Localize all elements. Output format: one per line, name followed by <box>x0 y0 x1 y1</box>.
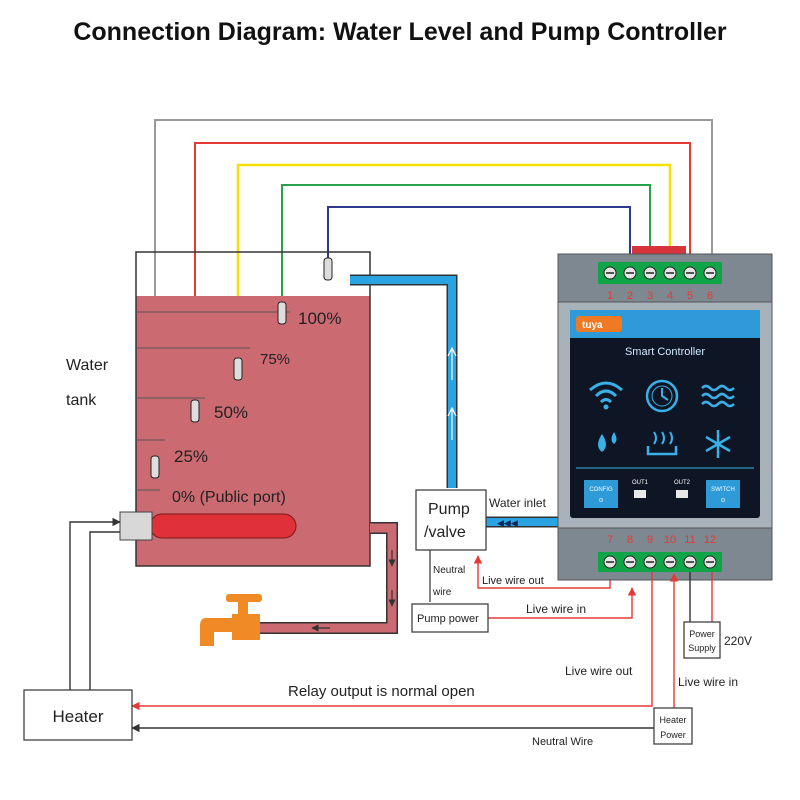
heating-icon <box>646 431 678 456</box>
probe-100 <box>323 257 333 281</box>
controller-panel <box>570 310 760 518</box>
heater-flange <box>119 511 153 541</box>
timer-icon <box>645 379 679 413</box>
labels: Water tank 100% 75% 50% 25% 0% (Public p… <box>52 309 752 748</box>
pump-neutral-label-2: wire <box>432 587 452 598</box>
probe-50 <box>233 357 243 381</box>
out1-label: OUT1 <box>632 480 649 486</box>
out2-led <box>676 490 688 498</box>
bottom-terminal-label-11: 11 <box>684 534 695 546</box>
wire-yellow-50pct <box>236 163 672 360</box>
heater-element <box>149 513 297 539</box>
top-terminal-strip <box>598 262 722 284</box>
config-button <box>584 480 618 508</box>
power-supply-label-1: Power <box>689 629 715 639</box>
wire-green-75pct <box>281 184 651 305</box>
probe-75 <box>277 301 287 325</box>
bottom-terminal-strip <box>598 552 722 572</box>
wire-gray-0pct <box>154 119 713 458</box>
bottom-terminal-label-10: 10 <box>664 534 676 546</box>
top-terminal-label-1: 1 <box>607 290 613 302</box>
level-label-75: 75% <box>260 351 290 368</box>
bottom-terminal-label-8: 8 <box>627 534 633 546</box>
power-supply <box>683 572 721 659</box>
wire-blue-100pct <box>327 206 631 262</box>
pump-box <box>415 489 487 551</box>
level-label-50: 50% <box>214 403 248 422</box>
heater-wiring <box>23 517 693 745</box>
bottom-terminal-label-9: 9 <box>647 534 653 546</box>
pump-neutral-label-1: Neutral <box>433 565 465 576</box>
tank-label-tank: tank <box>66 392 97 409</box>
heater-power-label-1: Heater <box>659 715 686 725</box>
tuya-label: tuya <box>582 320 603 331</box>
probe-25 <box>190 399 200 423</box>
heater-label: Heater <box>52 707 103 726</box>
water-inlet-label: Water inlet <box>489 496 547 510</box>
diagram-title: Connection Diagram: Water Level and Pump… <box>73 18 727 46</box>
faucet-icon <box>200 594 262 646</box>
probe-0 <box>150 455 160 479</box>
waves-icon <box>701 384 735 408</box>
heater-to-element-wire-1 <box>69 517 121 690</box>
pump-valve <box>415 489 487 551</box>
pump-live-out-label: Live wire out <box>482 575 544 587</box>
level-label-0: 0% (Public port) <box>172 489 286 506</box>
level-label-25: 25% <box>174 447 208 466</box>
top-terminal-label-2: 2 <box>627 290 633 302</box>
water-tank <box>119 251 398 634</box>
snowflake-icon <box>705 430 731 458</box>
level-label-100: 100% <box>298 309 341 328</box>
heater-live-out-label: Live wire out <box>565 664 633 678</box>
probe-wires <box>154 119 713 458</box>
heater-live-in-label: Live wire in <box>678 675 738 689</box>
wifi-icon <box>589 381 623 410</box>
switch-label-2: ⊙ <box>720 498 725 504</box>
top-terminal-label-3: 3 <box>647 290 653 302</box>
pump-power-label: Pump power <box>417 613 479 625</box>
power-supply-label-2: Supply <box>688 643 716 653</box>
out1-led <box>634 490 646 498</box>
bottom-terminal-label-7: 7 <box>607 534 613 546</box>
heater-neutral-label: Neutral Wire <box>532 736 593 748</box>
tuya-logo <box>576 316 622 332</box>
bottom-terminal-label-12: 12 <box>704 534 716 546</box>
config-label-2: ⊙ <box>598 498 603 504</box>
pump-live-in-label: Live wire in <box>526 602 586 616</box>
inlet-pipe: ◀◀◀ <box>350 274 560 529</box>
pump-live-in-wire <box>488 587 637 619</box>
top-terminal-label-4: 4 <box>667 290 673 302</box>
heater-power-label-2: Power <box>660 730 686 740</box>
switch-label-1: SWITCH <box>711 487 735 493</box>
voltage-label: 220V <box>724 634 752 648</box>
switch-button <box>706 480 740 508</box>
svg-text:◀◀◀: ◀◀◀ <box>497 519 518 529</box>
top-terminal-label-5: 5 <box>687 290 693 302</box>
top-terminal-label-6: 6 <box>707 290 713 302</box>
pump-label-2: /valve <box>424 524 466 541</box>
heater-power-box <box>653 707 693 745</box>
config-label-1: CONFIG <box>589 487 613 493</box>
pump-label-1: Pump <box>428 501 470 518</box>
out2-label: OUT2 <box>674 480 691 486</box>
power-supply-box <box>683 621 721 659</box>
wire-red-25pct <box>194 142 691 402</box>
heater-to-element-wire-2 <box>89 531 120 690</box>
relay-note: Relay output is normal open <box>288 683 475 700</box>
tank-outline <box>135 251 371 567</box>
controller-name: Smart Controller <box>625 346 705 358</box>
pump-power-box <box>411 603 489 633</box>
water-drops-icon <box>598 432 617 452</box>
tank-label-water: Water <box>66 357 109 374</box>
heater-live-out-wire <box>131 572 653 711</box>
heater-box <box>23 689 133 741</box>
